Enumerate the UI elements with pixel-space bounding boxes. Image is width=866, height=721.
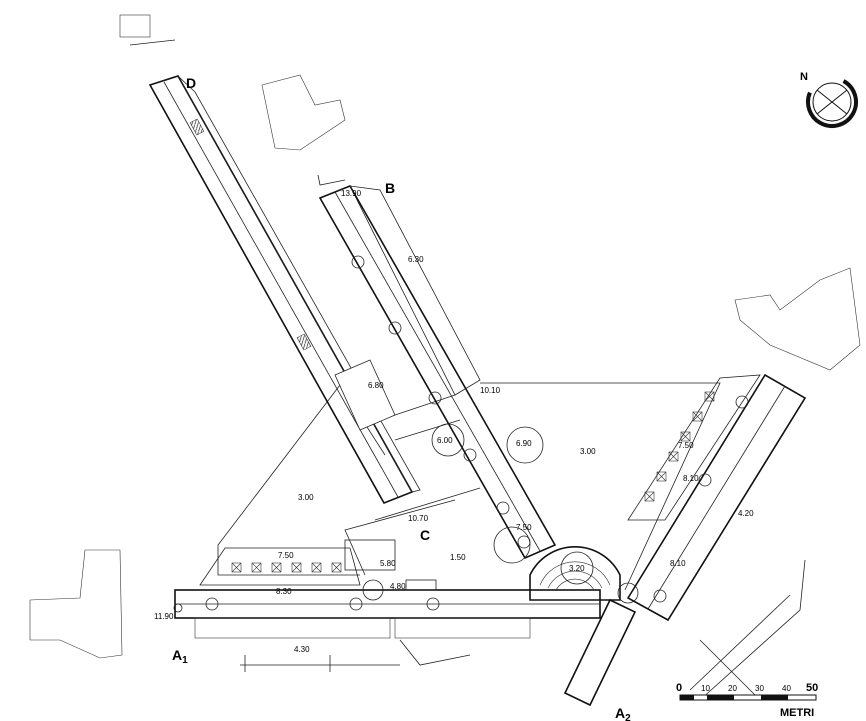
elev-13-90: 13.90 xyxy=(341,189,362,198)
section-drawing-b xyxy=(261,74,346,151)
elev-5-80: 5.80 xyxy=(380,559,396,568)
wing-b xyxy=(317,174,557,564)
elev-6-90: 6.90 xyxy=(516,439,532,448)
scale-tick-50: 50 xyxy=(806,682,818,694)
elev-7-50-c: 7.50 xyxy=(516,523,532,532)
scale-tick-0: 0 xyxy=(676,682,682,694)
section-drawing-left xyxy=(29,549,123,659)
scale-tick-40: 40 xyxy=(782,684,791,693)
north-label: N xyxy=(800,71,808,83)
scale-tick-30: 30 xyxy=(755,684,764,693)
elev-7-50-left: 7.50 xyxy=(278,551,294,560)
section-drawing-right xyxy=(734,267,861,371)
label-wing-a2: A2 xyxy=(615,705,631,721)
scale-tick-10: 10 xyxy=(701,684,710,693)
elev-8-10-b: 8.10 xyxy=(670,559,686,568)
elev-4-20: 4.20 xyxy=(738,509,754,518)
stair-block-d xyxy=(189,118,312,351)
elev-6-00: 6.00 xyxy=(437,436,453,445)
elev-7-50-right: 7.50 xyxy=(678,441,694,450)
elev-3-00-left: 3.00 xyxy=(298,493,314,502)
elev-8-10-a: 8.10 xyxy=(683,474,699,483)
label-wing-c: C xyxy=(420,527,430,543)
scale-unit: METRI xyxy=(780,707,814,719)
scale-tick-20: 20 xyxy=(728,684,737,693)
elevation-labels: 13.90 6.30 6.80 10.10 6.00 6.90 3.00 3.0… xyxy=(154,189,754,654)
label-wing-d: D xyxy=(186,75,196,91)
wing-a2 xyxy=(563,373,807,707)
light-wells-a xyxy=(231,562,342,573)
elev-10-10: 10.10 xyxy=(480,386,501,395)
elev-4-30-bottom: 4.30 xyxy=(294,645,310,654)
elev-6-30: 6.30 xyxy=(408,255,424,264)
elev-11-90: 11.90 xyxy=(154,612,174,621)
elev-4-80: 4.80 xyxy=(390,582,406,591)
elev-1-50: 1.50 xyxy=(450,553,466,562)
auditorium xyxy=(529,545,639,604)
north-arrow: N xyxy=(800,71,858,128)
wing-a xyxy=(173,539,601,639)
site-outline xyxy=(217,382,806,701)
wing-labels: D B C A1 A2 xyxy=(172,75,631,721)
wing-d xyxy=(148,75,421,504)
section-drawing-top xyxy=(119,14,176,46)
elev-6-80: 6.80 xyxy=(368,381,384,390)
elev-10-70: 10.70 xyxy=(408,514,429,523)
scale-bar: 0 10 20 30 40 50 METRI xyxy=(676,682,818,719)
elev-3-00-right: 3.00 xyxy=(580,447,596,456)
light-wells-a2 xyxy=(644,391,715,502)
label-wing-a1: A1 xyxy=(172,647,188,666)
elev-3-20: 3.20 xyxy=(569,564,585,573)
label-wing-b: B xyxy=(385,180,395,196)
elev-8-30: 8.30 xyxy=(276,587,292,596)
